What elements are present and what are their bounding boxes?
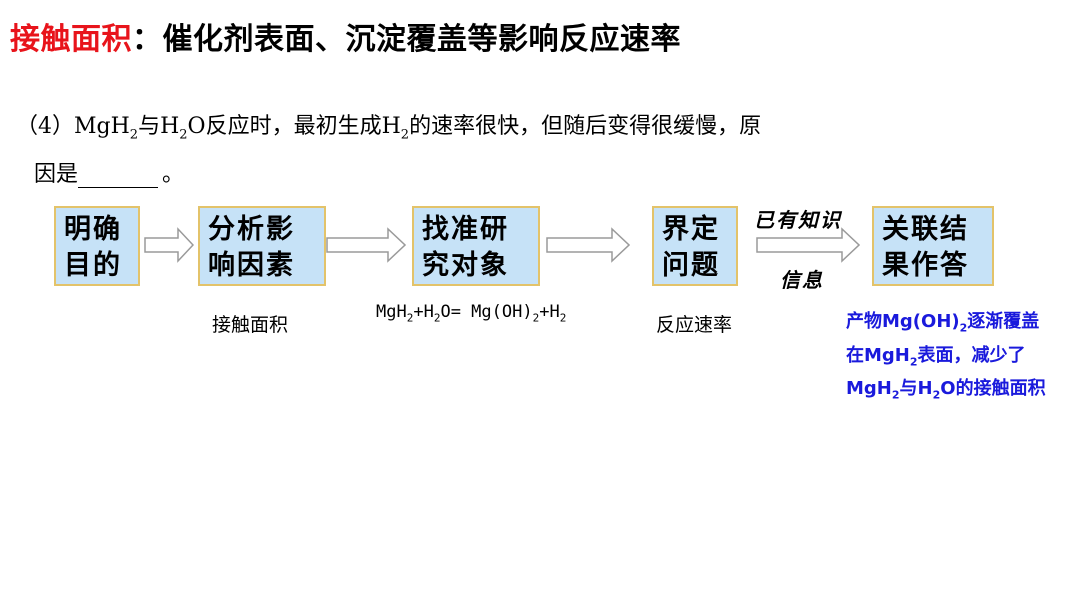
step-box-define-problem: 界定问题 [652,206,738,286]
q-text: 。 [162,162,185,187]
q-text: （4）MgH [16,114,130,139]
step-line: 究对象 [422,250,509,281]
q-sub: 2 [129,127,139,143]
formula-text: O= Mg(OH) [440,302,533,322]
formula-text: +H [413,302,434,322]
step-line: 明确 [64,214,122,245]
arrow-right-icon [546,227,630,263]
formula-text: MgH [376,302,407,322]
answer-sub: 2 [932,388,941,402]
answer-sub: 2 [891,388,900,402]
q-sub: 2 [179,127,188,143]
step-line: 关联结 [882,214,969,245]
step-box-answer: 关联结果作答 [872,206,994,286]
answer-part: 与H [899,378,933,400]
known-info-bottom: 信息 [780,268,824,292]
answer-line-2: 在MgH2表面，减少了 [846,342,1046,376]
answer-blank[interactable] [78,165,159,188]
step-line: 目的 [64,250,122,281]
q-text: O反应时，最初生成H [187,114,401,139]
answer-part: 表面，减少了 [917,344,1026,366]
step-line: 果作答 [882,250,969,281]
answer-part: O的接触面积 [940,378,1046,400]
arrow-right-icon [326,227,406,263]
answer-sub: 2 [959,321,968,335]
q-sub: 2 [400,127,410,143]
step-line: 找准研 [422,214,509,245]
q-text: 的速率很快，但随后变得很缓慢，原 [409,114,762,139]
formula-text: +H [539,302,560,322]
reaction-formula: MgH2+H2O= Mg(OH)2+H2 [376,302,566,324]
title-rest: ：催化剂表面、沉淀覆盖等影响反应速率 [132,22,681,57]
formula-sub: 2 [532,311,540,325]
answer-part: 产物Mg(OH) [846,311,960,332]
question-line-1: （4）MgH2与H2O反应时，最初生成H2的速率很快，但随后变得很缓慢，原 [16,108,761,142]
step-box-clarify-goal: 明确目的 [54,206,140,286]
answer-line-1: 产物Mg(OH)2逐渐覆盖 [846,308,1046,342]
answer-line-3: MgH2与H2O的接触面积 [846,375,1046,409]
step-line: 分析影 [208,214,295,245]
answer-part: MgH [846,378,892,400]
formula-sub: 2 [559,311,567,325]
q-text: 与H [138,114,180,139]
answer-text: 产物Mg(OH)2逐渐覆盖 在MgH2表面，减少了 MgH2与H2O的接触面积 [846,308,1046,409]
arrow-right-icon [144,227,194,263]
answer-part: 逐渐覆盖 [967,311,1040,332]
factor-note: 接触面积 [212,314,289,336]
step-line: 界定 [662,214,720,245]
formula-sub: 2 [406,311,414,325]
formula-sub: 2 [433,311,441,325]
answer-part: 在MgH [846,344,910,366]
step-line: 响因素 [208,250,295,281]
title-highlight: 接触面积 [10,22,132,57]
step-box-identify-object: 找准研究对象 [412,206,540,286]
arrow-right-icon [756,227,860,263]
known-info-top: 已有知识 [754,208,842,232]
question-line-2: 因是 。 [34,156,184,188]
page-title: 接触面积：催化剂表面、沉淀覆盖等影响反应速率 [10,14,681,58]
step-box-analyze-factors: 分析影响因素 [198,206,326,286]
step-line: 问题 [662,250,720,281]
q-text: 因是 [34,162,79,187]
answer-sub: 2 [909,355,918,369]
problem-note: 反应速率 [656,314,733,336]
